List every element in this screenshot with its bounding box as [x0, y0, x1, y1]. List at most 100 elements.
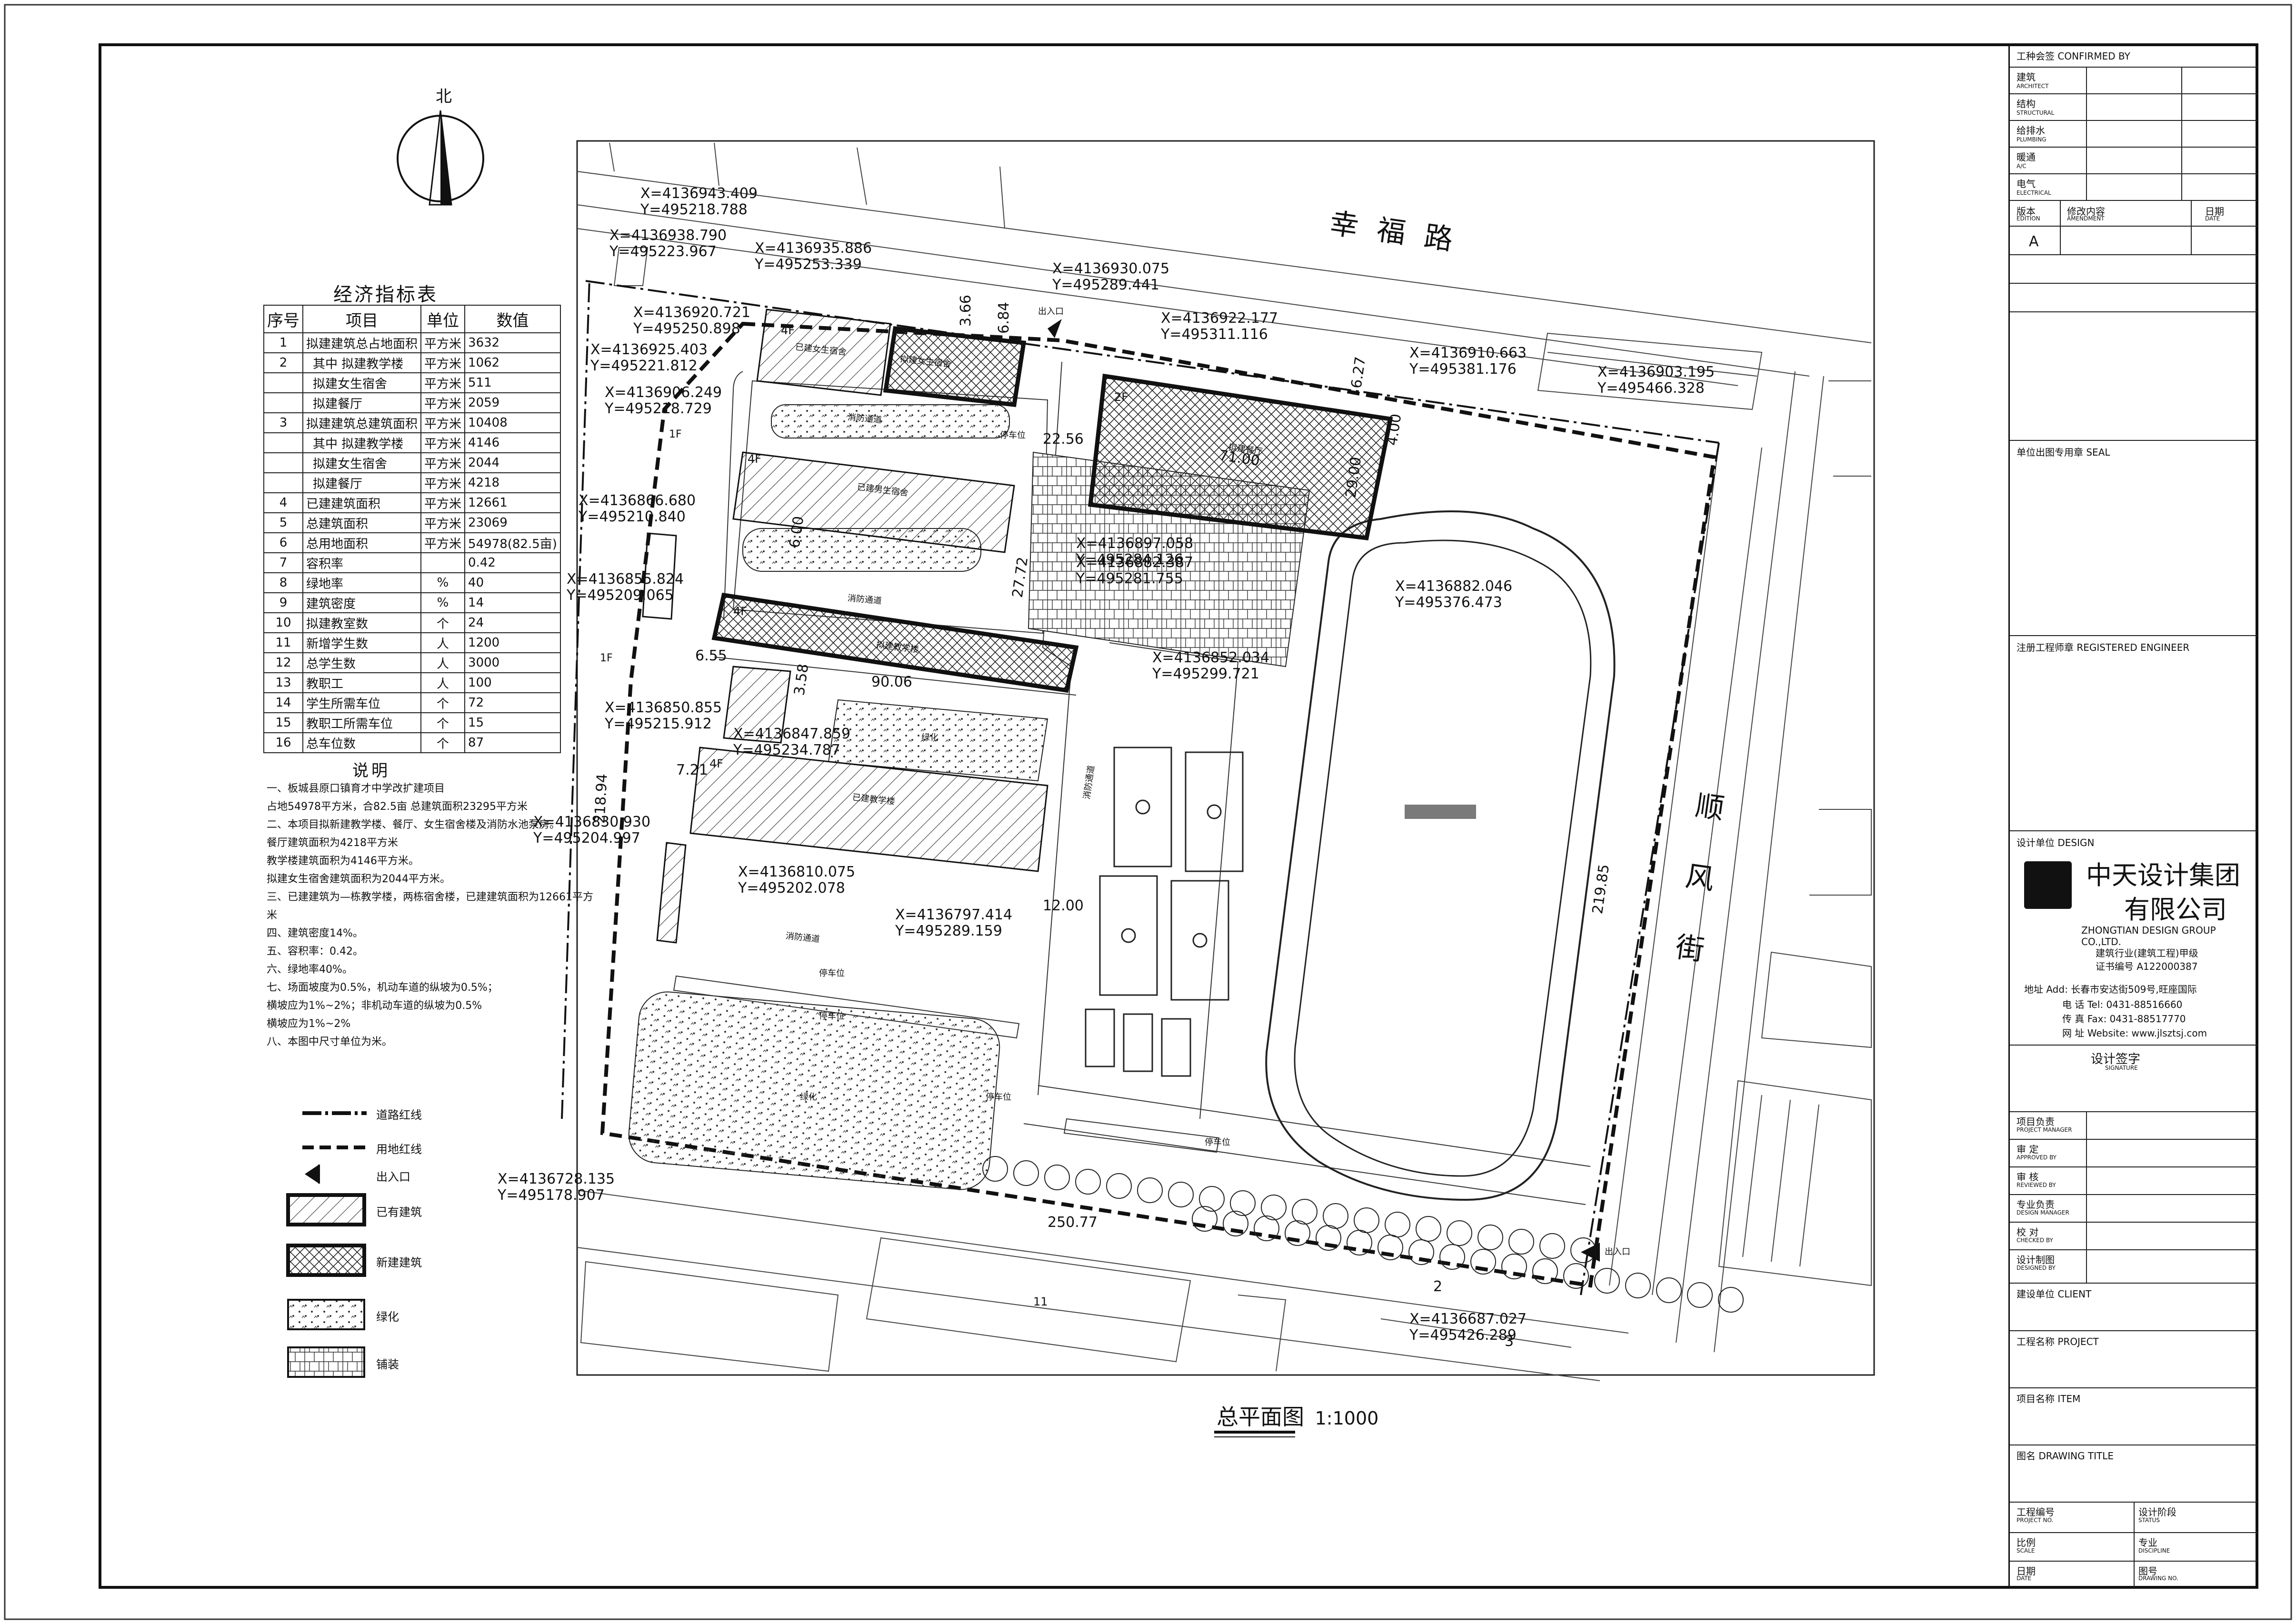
legend-road-red-line: 道路红线 [376, 1108, 422, 1122]
confirmed-label: 工种会签 CONFIRMED BY [2016, 50, 2130, 62]
edition-value: A [2029, 233, 2039, 250]
cell-value: 2044 [464, 452, 561, 473]
cell-no: 13 [263, 672, 303, 693]
cell-no: 2 [263, 352, 303, 373]
coordinate-x: X=4136866.680 [579, 492, 696, 509]
note-line: 横坡应为1%~2% [267, 1018, 351, 1030]
note-line: 二、本项目拟新建教学楼、餐厅、女生宿舍楼及消防水池泵房。 [267, 819, 560, 831]
coordinate-x: X=4136903.195 [1597, 364, 1715, 380]
cell-unit: 平方米 [420, 492, 466, 513]
cell-item: 已建建筑面积 [302, 492, 422, 513]
tree-icon [1323, 1203, 1348, 1229]
title-block-divider [2010, 1194, 2257, 1195]
tree-icon [1385, 1212, 1410, 1237]
coordinate-x: X=4136897.058 [1076, 535, 1194, 552]
title-block-divider [2010, 440, 2257, 441]
cell-item: 拟建建筑总建筑面积 [302, 412, 422, 433]
title-block-divider [2010, 830, 2257, 831]
cell-no: 7 [263, 552, 303, 573]
cell-unit: 平方米 [420, 532, 466, 553]
coordinate-y: Y=495218.788 [640, 201, 748, 218]
cell-item: 拟建教室数 [302, 612, 422, 633]
note-line: 餐厅建筑面积为4218平方米 [267, 837, 398, 849]
drawing-no-label-en: DRAWING NO. [2138, 1575, 2178, 1582]
role-label-en: CHECKED BY [2016, 1237, 2053, 1244]
company-logo-icon [2024, 861, 2072, 909]
cell-no: 4 [263, 492, 303, 513]
label-2f: 2F [1114, 390, 1128, 404]
coordinate-x: X=4136906.249 [605, 384, 722, 401]
status-label-en: STATUS [2138, 1517, 2160, 1524]
coordinate-y: Y=495284.126 [1076, 551, 1183, 568]
cell-value: 3632 [464, 332, 561, 353]
label-parking-1: 停车位 [819, 968, 845, 978]
new-buildings [711, 326, 1393, 693]
coordinate-x: X=4136847.859 [733, 726, 851, 742]
certificate-no: 证书编号 A122000387 [2096, 961, 2198, 972]
discipline-label-en: STRUCTURAL [2016, 110, 2055, 116]
table-header: 单位 [420, 305, 466, 333]
label-greenery-2: 绿化 [921, 733, 938, 743]
site-red-line [600, 321, 1717, 1288]
tree-icon [982, 1156, 1008, 1182]
tree-icon [1261, 1195, 1287, 1220]
legend-new-building: 新建建筑 [376, 1256, 422, 1269]
tree-icon [1192, 1206, 1218, 1232]
coordinate-x: X=4136920.721 [633, 304, 751, 321]
cell-value: 15 [464, 712, 561, 733]
edition-label: 版本 [2016, 206, 2036, 217]
coordinate-x: X=4136830.930 [533, 814, 651, 830]
coordinate-y: Y=495289.441 [1052, 277, 1159, 293]
discipline-label: 建筑 [2016, 71, 2036, 83]
dimension-label: 218.94 [591, 773, 611, 824]
tree-icon [1656, 1277, 1682, 1303]
cell-no [263, 392, 303, 413]
coordinate-y: Y=495218.729 [605, 400, 712, 417]
cell-unit: 平方米 [420, 412, 466, 433]
cell-item: 总学生数 [302, 652, 422, 673]
coordinate-y: Y=495289.159 [895, 923, 1002, 939]
tree-icon [1508, 1229, 1534, 1255]
notes-title: 说明 [352, 761, 390, 780]
coordinate-y: Y=495426.289 [1409, 1327, 1517, 1344]
project-label: 工程名称 PROJECT [2016, 1336, 2099, 1347]
cell-item: 拟建餐厅 [302, 392, 422, 413]
role-label: 审 核 [2016, 1171, 2039, 1183]
drawing-no-label: 图号 [2138, 1565, 2157, 1577]
cell-value: 12661 [464, 492, 561, 513]
coordinate-x: X=4136910.663 [1409, 345, 1527, 361]
drawing-title-text: 总平面图 [1217, 1404, 1304, 1430]
cell-item: 拟建建筑总占地面积 [302, 332, 422, 353]
cell-item: 总用地面积 [302, 532, 422, 553]
label-1f-1: 1F [669, 428, 682, 440]
cell-no [263, 432, 303, 453]
discipline-label: 给排水 [2016, 125, 2045, 136]
parking-strips [673, 975, 1220, 1153]
cell-item: 绿地率 [302, 572, 422, 593]
tree-icon [1044, 1165, 1070, 1190]
title-block-divider [2010, 200, 2257, 201]
discipline-label-2-en: DISCIPLINE [2138, 1547, 2170, 1554]
title-block-divider [2010, 254, 2257, 255]
tree-icon [1223, 1211, 1248, 1236]
cell-value: 23069 [464, 512, 561, 533]
label-parking-5: 停车位 [1000, 430, 1026, 440]
tree-icon [1563, 1263, 1589, 1289]
cell-no: 9 [263, 592, 303, 613]
